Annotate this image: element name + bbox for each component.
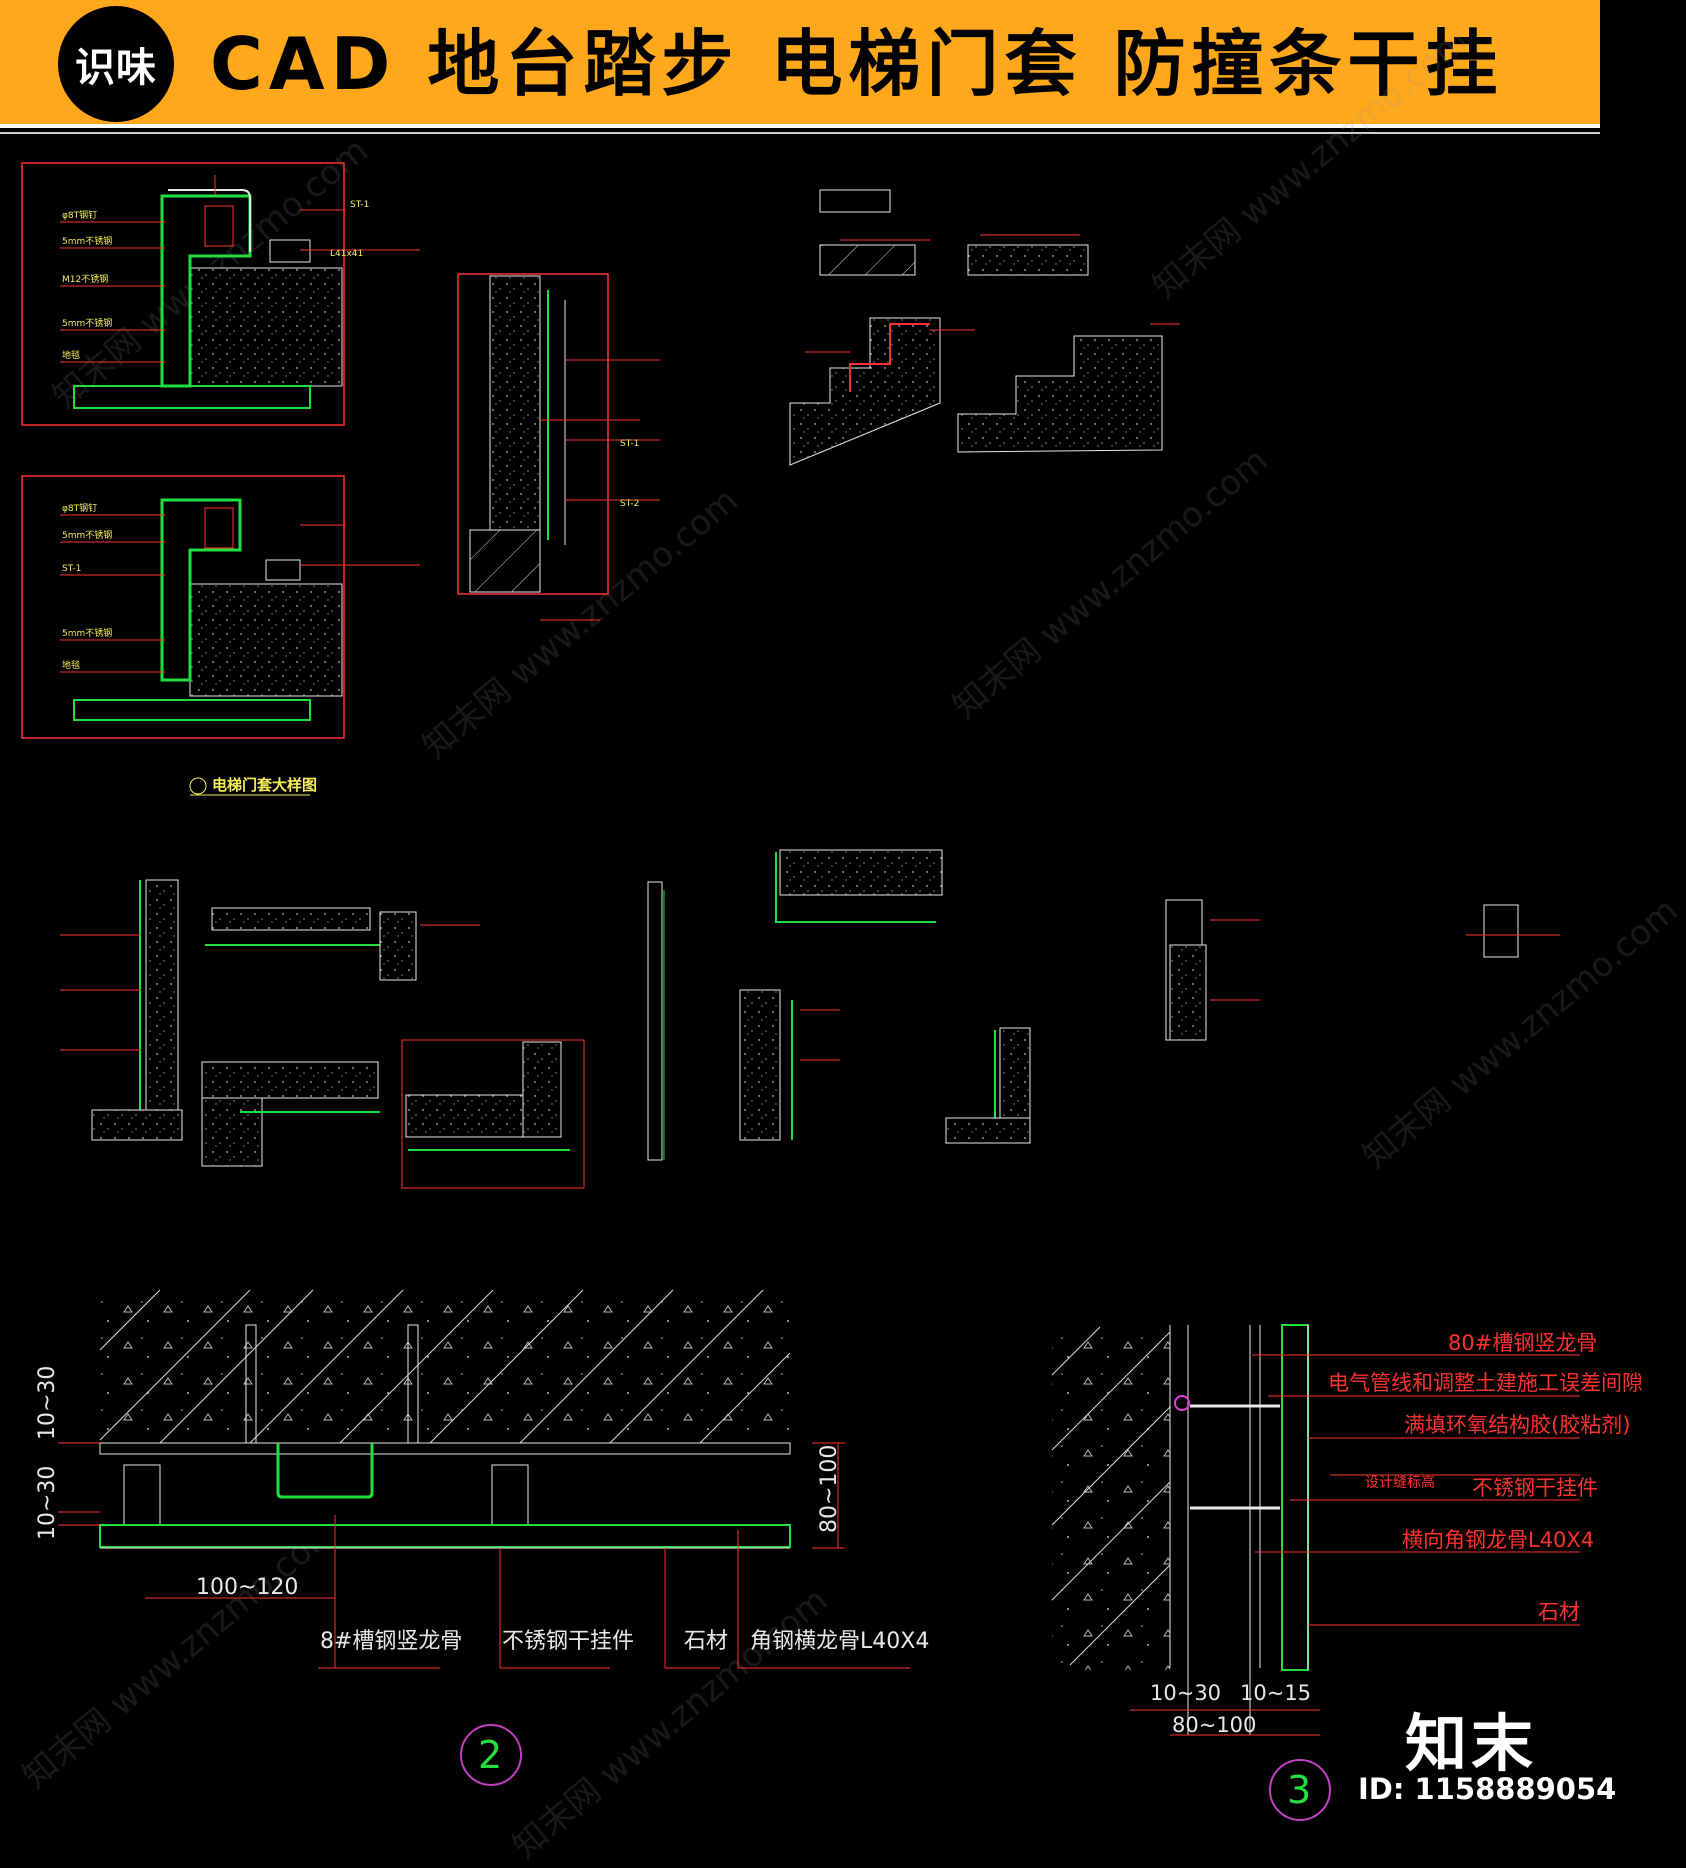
svg-text:ST-2: ST-2 — [620, 499, 639, 509]
callout-label: 8#槽钢竖龙骨 — [320, 1629, 462, 1654]
vertical-section: ST-1 ST-2 — [457, 273, 660, 621]
elevator-door-detail-b: φ8T钢钉 5mm不锈钢 ST-1 5mm不锈钢 地毯 — [21, 475, 420, 739]
dim-label: 10~30 — [1150, 1681, 1221, 1705]
svg-text:ST-1: ST-1 — [620, 439, 639, 449]
callout-label: 角钢横龙骨L40X4 — [750, 1629, 929, 1654]
callout-label: 不锈钢干挂件 — [502, 1629, 634, 1654]
divider — [0, 132, 1600, 134]
callout-number: 2 — [478, 1733, 502, 1777]
svg-text:ST-1: ST-1 — [62, 564, 81, 574]
step-details — [789, 189, 1180, 466]
callout-label: 满填环氧结构胶(胶粘剂) — [1404, 1413, 1630, 1437]
asset-id: ID: 1158889054 — [1358, 1772, 1617, 1806]
svg-text:地毯: 地毯 — [62, 659, 80, 671]
page-title: CAD 地台踏步 电梯门套 防撞条干挂 — [210, 22, 1504, 106]
callout-label: 横向角钢龙骨L40X4 — [1402, 1528, 1594, 1552]
dim-label: 80~100 — [817, 1445, 842, 1533]
svg-text:5mm不锈钢: 5mm不锈钢 — [62, 529, 112, 541]
callout-label: 石材 — [684, 1629, 728, 1654]
svg-text:地毯: 地毯 — [62, 349, 80, 361]
logo-text: 识味 — [75, 45, 157, 91]
callout-label: 不锈钢干挂件 — [1472, 1476, 1598, 1500]
cad-sheet: φ8T钢钉 5mm不锈钢 M12不锈钢 5mm不锈钢 地毯 ST-1 L41x4… — [21, 162, 1643, 1821]
title-banner: 识味 CAD 地台踏步 电梯门套 防撞条干挂 — [0, 0, 1600, 128]
svg-text:M12不锈钢: M12不锈钢 — [62, 273, 108, 285]
svg-text:5mm不锈钢: 5mm不锈钢 — [62, 235, 112, 247]
dim-label: 80~100 — [1172, 1713, 1256, 1737]
svg-text:φ8T钢钉: φ8T钢钉 — [62, 502, 97, 514]
dim-label: 100~120 — [196, 1575, 298, 1600]
callout-label: 设计缝标高 — [1365, 1474, 1435, 1491]
brand-mark: 知末 — [1405, 1707, 1538, 1780]
callout-number: 3 — [1287, 1768, 1311, 1812]
svg-text:5mm不锈钢: 5mm不锈钢 — [62, 627, 112, 639]
svg-text:ST-1: ST-1 — [350, 200, 369, 210]
callout-label: 电气管线和调整土建施工误差间隙 — [1328, 1371, 1643, 1395]
svg-text:L41x41: L41x41 — [330, 249, 363, 259]
detail-title: 电梯门套大样图 — [212, 776, 317, 794]
callout-label: 石材 — [1538, 1600, 1580, 1624]
drawing-3: 80#槽钢竖龙骨 电气管线和调整土建施工误差间隙 满填环氧结构胶(胶粘剂) 设计… — [1051, 1324, 1643, 1821]
drawing-2: 10~30 10~30 100~120 80~100 8#槽钢竖龙骨 不锈钢干挂… — [35, 1289, 929, 1786]
dim-label: 10~15 — [1240, 1681, 1311, 1705]
middle-details — [60, 849, 1560, 1189]
dim-label: 10~30 — [35, 1366, 60, 1440]
svg-text:5mm不锈钢: 5mm不锈钢 — [62, 317, 112, 329]
brand-logo: 识味 — [58, 6, 174, 122]
dim-label: 10~30 — [35, 1466, 60, 1540]
callout-label: 80#槽钢竖龙骨 — [1448, 1331, 1597, 1355]
elevator-door-detail-a: φ8T钢钉 5mm不锈钢 M12不锈钢 5mm不锈钢 地毯 ST-1 L41x4… — [21, 162, 420, 426]
svg-text:φ8T钢钉: φ8T钢钉 — [62, 209, 97, 221]
